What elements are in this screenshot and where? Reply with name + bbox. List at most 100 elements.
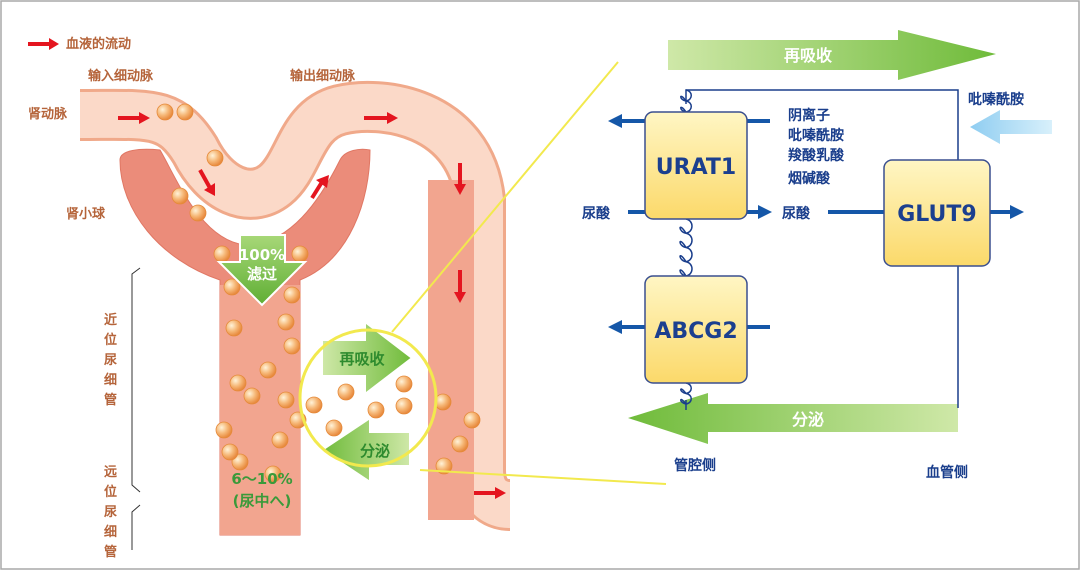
flow-arrow-icon: [139, 112, 150, 124]
distal-tubule-label: 远 位 尿 细 管: [104, 465, 117, 560]
secretion-banner-label: 分泌: [792, 410, 824, 429]
solute-particle: [325, 419, 343, 437]
svg-text:位: 位: [104, 332, 117, 348]
svg-text:远: 远: [104, 465, 117, 480]
glut9-transporter: GLUT9: [883, 159, 991, 267]
solute-particle: [283, 286, 301, 304]
flow-arrow-icon: [454, 184, 466, 195]
renal-artery-label: 肾动脉: [28, 106, 68, 122]
filtration-label: 滤过: [247, 265, 277, 283]
urat1-label: URAT1: [656, 155, 736, 180]
substrate-nicotinate: 烟碱酸: [788, 170, 831, 187]
zoom-connector-bottom: [419, 469, 667, 485]
solute-particle: [283, 337, 301, 355]
svg-text:管: 管: [104, 544, 117, 560]
solute-particle: [189, 204, 207, 222]
solute-particle: [243, 387, 261, 405]
flow-arrow-icon: [454, 292, 466, 303]
arrow-left-icon: [608, 320, 622, 334]
svg-text:管: 管: [104, 392, 117, 408]
legend-red-arrow-head-icon: [49, 38, 59, 50]
secretion-banner-icon: [628, 393, 958, 444]
solute-particle: [451, 435, 469, 453]
glut9-label: GLUT9: [897, 202, 976, 227]
solute-particle: [231, 453, 249, 471]
pyrazinamide-arrow-icon: [970, 110, 1052, 144]
secretion-banner: 分泌: [628, 393, 958, 444]
secretion-arrow-icon: [320, 416, 411, 484]
uric-acid-lumen-label: 尿酸: [582, 205, 611, 222]
solute-particle: [225, 319, 243, 337]
reabsorption-banner: 再吸收: [668, 30, 996, 80]
solute-particle: [221, 443, 239, 461]
solute-particle: [223, 278, 241, 296]
abcg2-label: ABCG2: [654, 319, 737, 344]
solute-particle: [395, 397, 413, 415]
svg-text:细: 细: [104, 524, 117, 540]
solute-particle: [337, 383, 355, 401]
distal-bracket: [131, 504, 141, 550]
solute-particles: [156, 103, 481, 483]
solute-particle: [264, 465, 282, 483]
magnifier-circle: [298, 328, 438, 468]
proximal-bracket: [131, 267, 141, 493]
solute-particle: [271, 431, 289, 449]
solute-particle: [229, 374, 247, 392]
zoom-connector-top: [391, 61, 619, 333]
proximal-tubule-label: 近 位 尿 细 管: [104, 312, 117, 408]
nephron-illustration: 血液的流动: [28, 36, 512, 560]
solute-particle: [435, 457, 453, 475]
reabsorption-banner-icon: [668, 30, 996, 80]
solute-particle: [213, 245, 231, 263]
solute-particle: [305, 396, 323, 414]
substrate-pyrazinamide: 吡嗪酰胺: [788, 127, 844, 144]
flow-arrow-icon: [495, 487, 506, 499]
reabsorption-arrow-icon: [321, 319, 414, 397]
reabsorption-banner-label: 再吸收: [784, 46, 832, 65]
blood-vessel-lumen: [79, 83, 512, 528]
solute-particle: [277, 391, 295, 409]
red-flow-arrows: [118, 112, 506, 499]
solute-particle: [176, 103, 194, 121]
flow-arrow-icon: [204, 183, 215, 196]
arrow-left-icon: [608, 114, 622, 128]
left-reabsorption-arrow: 再吸收: [321, 319, 414, 397]
legend: 血液的流动: [28, 36, 131, 52]
filtration-arrow: 100% 滤过: [216, 234, 308, 307]
flow-arrow-icon: [387, 112, 398, 124]
arrow-right-icon: [1010, 205, 1024, 219]
solute-particle: [463, 411, 481, 429]
left-secretion-arrow: 分泌: [320, 416, 411, 484]
substrate-lactate: 羧酸乳酸: [788, 147, 845, 164]
svg-text:位: 位: [104, 484, 117, 500]
substrate-anion: 阴离子: [788, 107, 830, 124]
afferent-arteriole-label: 输入细动脉: [88, 68, 154, 84]
filtration-arrow-icon: [216, 234, 308, 307]
efferent-arteriole-label: 输出细动脉: [290, 68, 356, 84]
arrow-right-icon: [758, 205, 772, 219]
filtration-percent: 100%: [239, 246, 285, 264]
vessel-side-label: 血管侧: [926, 464, 968, 481]
left-reabsorption-label: 再吸收: [339, 350, 384, 368]
pyrazinamide-label: 吡嗪酰胺: [968, 91, 1024, 108]
legend-label: 血液的流动: [66, 36, 131, 52]
solute-particle: [171, 187, 189, 205]
solute-particle: [277, 313, 295, 331]
svg-text:细: 细: [104, 372, 117, 388]
solute-particle: [259, 361, 277, 379]
solute-particle: [291, 245, 309, 263]
uric-acid-cell-label: 尿酸: [782, 205, 811, 222]
solute-particle: [206, 149, 224, 167]
solute-particle: [367, 401, 385, 419]
lumen-side-label: 管腔侧: [674, 457, 716, 474]
abcg2-transporter: ABCG2: [644, 275, 748, 384]
urat1-transporter: URAT1: [644, 111, 748, 220]
solute-particle: [215, 421, 233, 439]
solute-particle: [395, 375, 413, 393]
urine-label: (尿中へ): [233, 492, 292, 510]
left-secretion-label: 分泌: [360, 442, 390, 460]
svg-text:尿: 尿: [104, 353, 117, 368]
solute-particle: [156, 103, 174, 121]
